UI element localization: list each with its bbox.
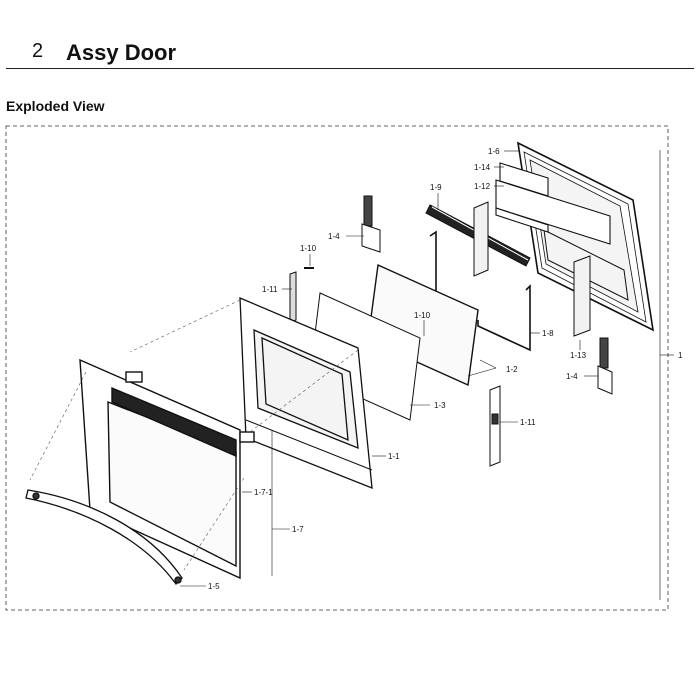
leader-lines xyxy=(180,150,674,600)
section-title: Assy Door xyxy=(66,40,177,65)
callout-1-8: 1-8 xyxy=(542,329,554,338)
part-hinge-right xyxy=(597,337,613,395)
part-inner-door xyxy=(239,297,373,489)
part-inner-glass xyxy=(367,263,479,387)
callout-1-11-left: 1-11 xyxy=(262,285,278,294)
assembly-guides xyxy=(29,299,359,571)
part-side-trims xyxy=(429,230,531,352)
callout-1: 1 xyxy=(678,351,683,360)
part-door-handle xyxy=(25,489,183,585)
part-hinge-top xyxy=(361,195,381,253)
callout-1-11-right: 1-11 xyxy=(520,418,536,427)
callout-1-13: 1-13 xyxy=(570,351,587,360)
callout-1-3: 1-3 xyxy=(434,401,446,410)
part-bracket-left xyxy=(289,271,297,323)
callout-1-10-top: 1-10 xyxy=(300,244,317,253)
callout-1-14: 1-14 xyxy=(474,163,491,172)
diagram-frame xyxy=(5,125,669,611)
callout-1-7-1: 1-7-1 xyxy=(254,488,273,497)
view-title: Exploded View xyxy=(6,98,105,114)
header-rule xyxy=(6,68,694,69)
callout-1-1: 1-1 xyxy=(388,452,400,461)
callout-1-4-top: 1-4 xyxy=(328,232,340,241)
callout-1-7: 1-7 xyxy=(292,525,304,534)
part-side-spacers xyxy=(473,201,591,337)
part-outer-door xyxy=(79,358,255,580)
part-insulation-blocks xyxy=(495,162,611,245)
part-bracket-right xyxy=(489,385,501,467)
callout-1-12: 1-12 xyxy=(474,182,491,191)
callout-1-2: 1-2 xyxy=(506,365,518,374)
callout-1-9: 1-9 xyxy=(430,183,442,192)
callout-1-10-mid: 1-10 xyxy=(414,311,431,320)
section-number: 2 xyxy=(32,40,44,62)
callout-1-6: 1-6 xyxy=(488,147,500,156)
section-header: 2 Assy Door xyxy=(6,36,694,70)
callout-1-4-right: 1-4 xyxy=(566,372,578,381)
callout-1-5: 1-5 xyxy=(208,582,220,591)
